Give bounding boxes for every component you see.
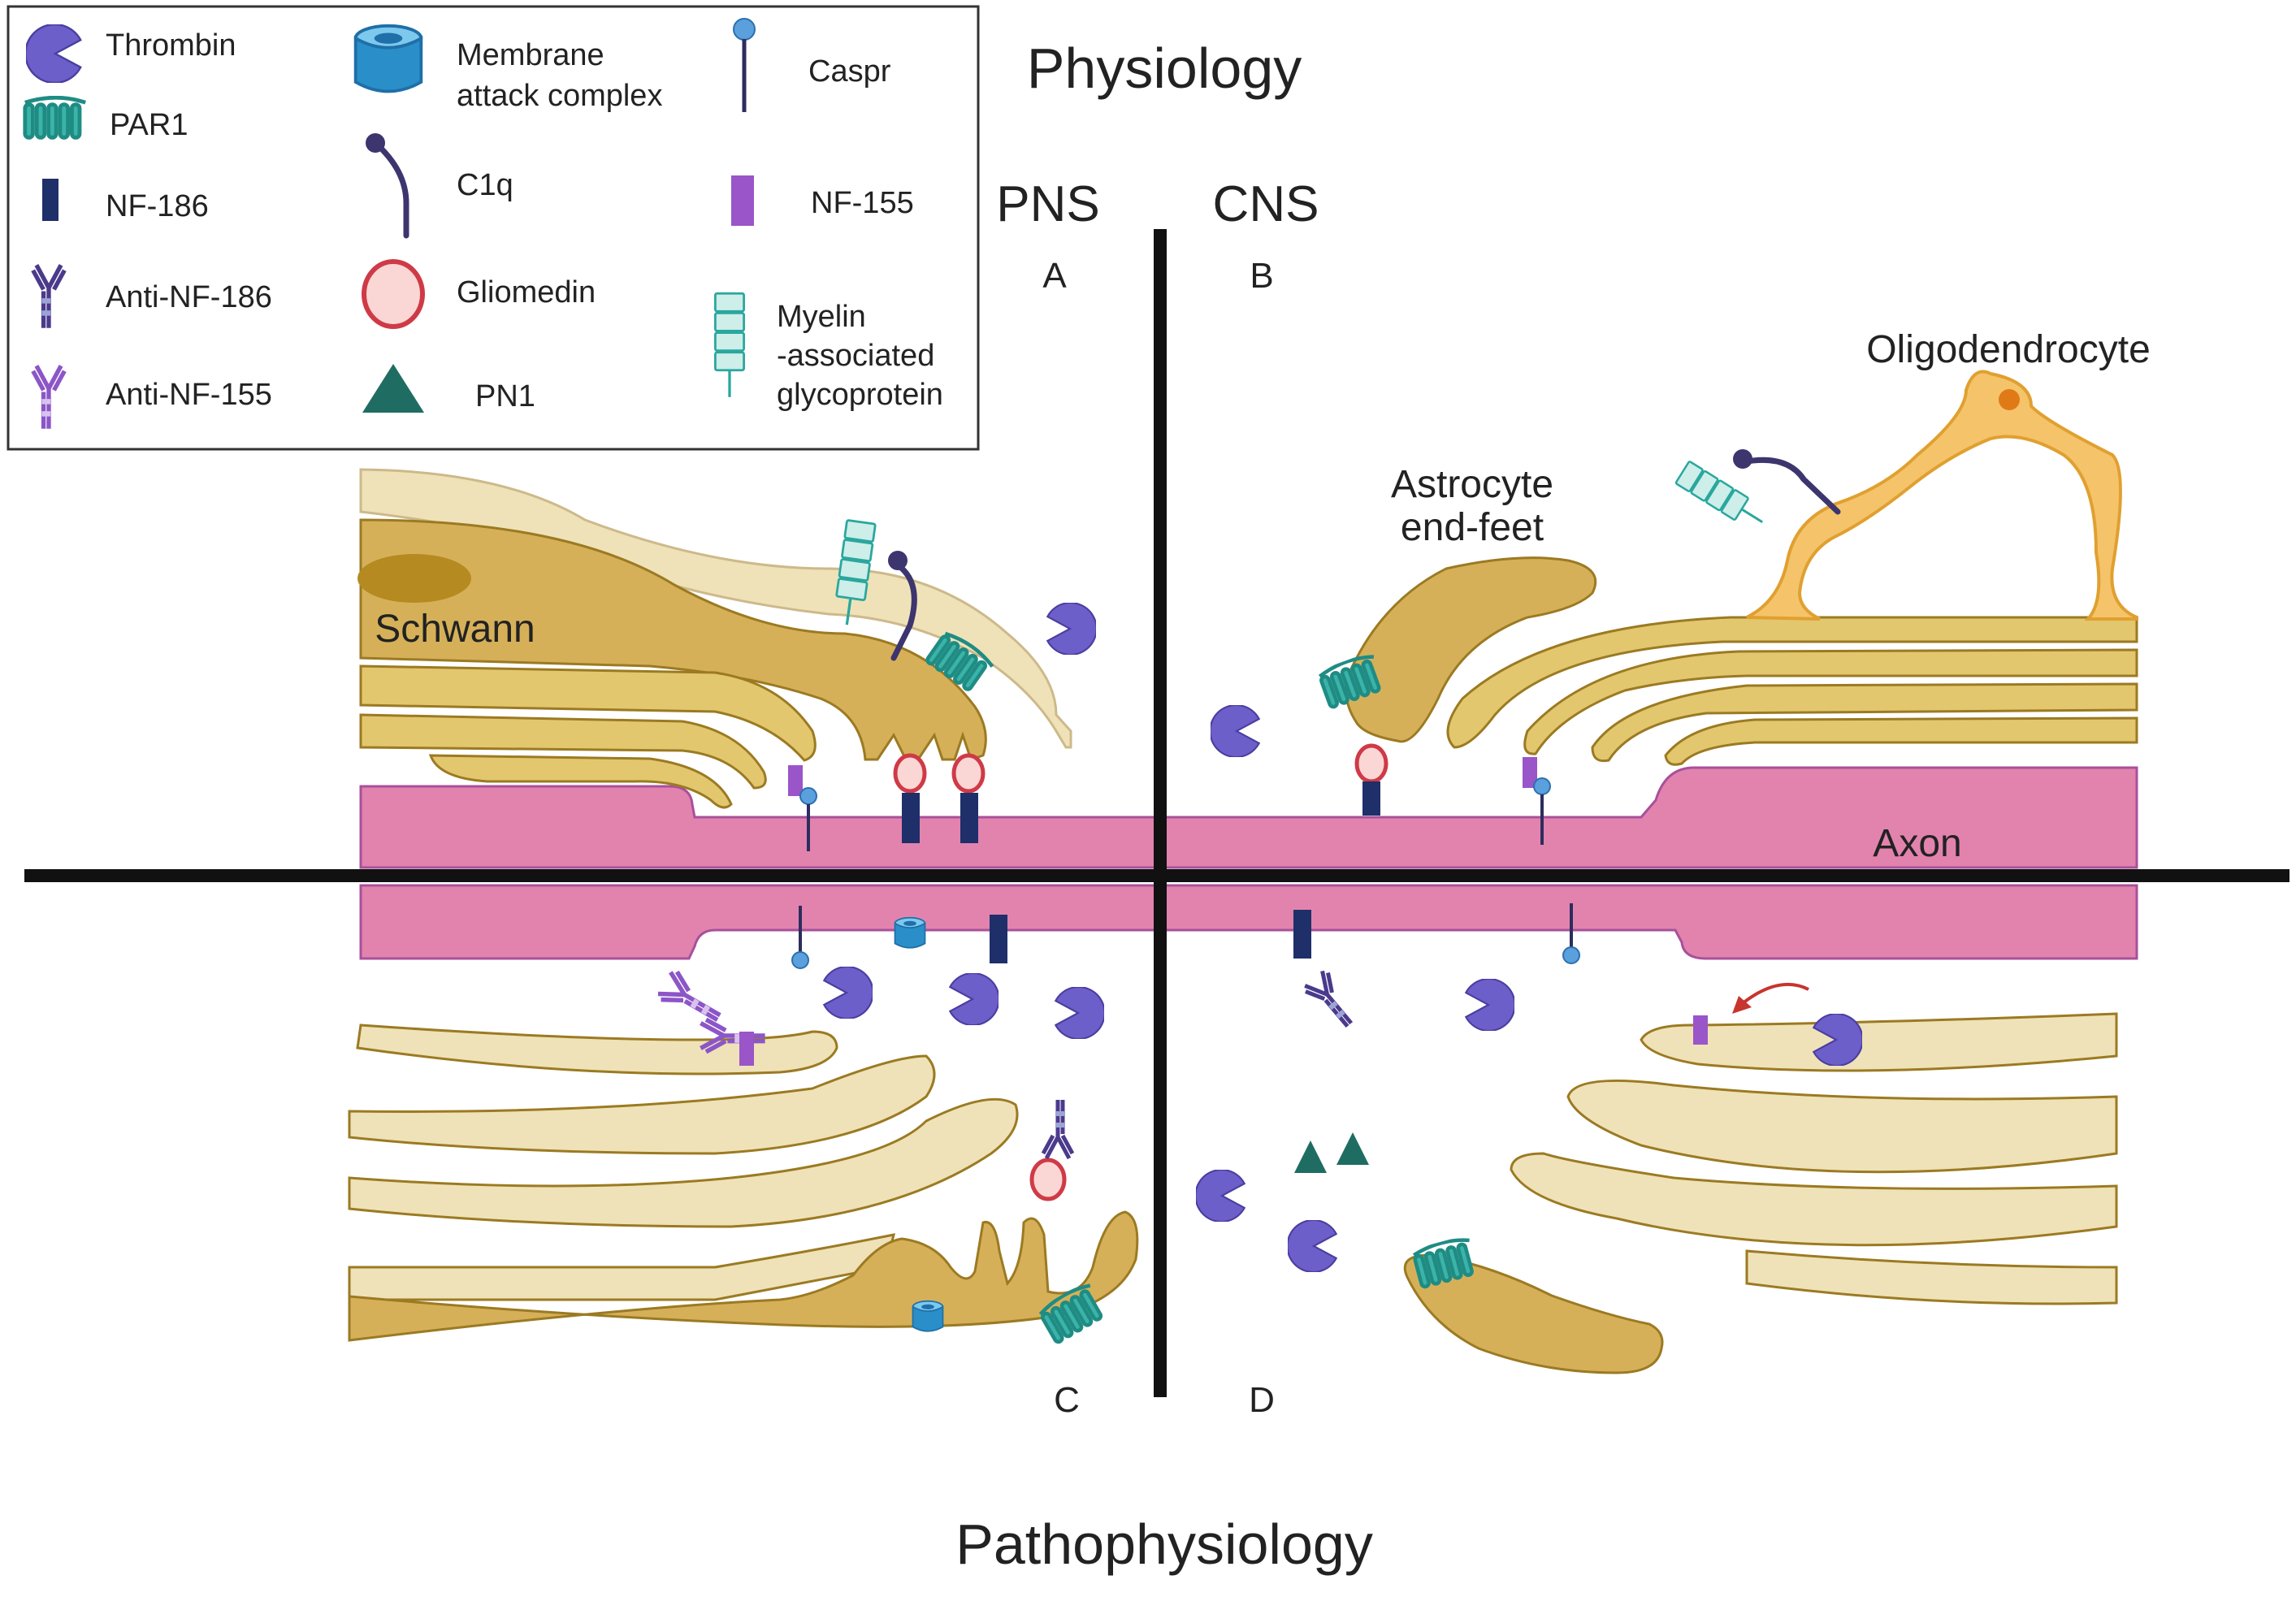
physiology-title: Physiology — [1027, 37, 1302, 100]
anti-nf186-c1 — [1043, 1100, 1072, 1158]
nf155-c — [739, 1032, 754, 1066]
gliomedin-c — [1029, 1158, 1067, 1201]
legend-caspr: Caspr — [808, 54, 891, 89]
anti-nf155-c — [656, 969, 728, 1029]
legend-anti-nf186: Anti-NF-186 — [106, 280, 272, 314]
legend-mag-line1: Myelin — [777, 300, 866, 334]
legend-nf155: NF-155 — [811, 186, 914, 220]
thrombin-c1 — [823, 967, 873, 1019]
nf155-icon — [731, 175, 754, 226]
legend-mag-line3: glycoprotein — [777, 378, 943, 412]
gliomedin-a1 — [893, 753, 927, 794]
legend-c1q: C1q — [457, 168, 513, 202]
caspr-d — [1562, 903, 1580, 964]
quadrant-d-label: D — [1249, 1380, 1275, 1420]
pns-myelin-damaged — [348, 1024, 1019, 1301]
mac-c2 — [912, 1300, 944, 1332]
c1q-icon — [366, 133, 409, 239]
quadrant-c-label: C — [1054, 1380, 1080, 1420]
legend-mag-line2: -associated — [777, 339, 934, 373]
cns-label: CNS — [1213, 176, 1319, 232]
cns-myelin — [1446, 616, 2138, 766]
astrocyte-label-2: end-feet — [1401, 506, 1544, 549]
legend-anti-nf155: Anti-NF-155 — [106, 378, 272, 412]
mac-icon — [353, 24, 423, 93]
gliomedin-a2 — [951, 753, 986, 794]
caspr-icon — [733, 18, 756, 112]
pathophysiology-title: Pathophysiology — [955, 1513, 1373, 1576]
astrocyte-label-1: Astrocyte — [1391, 463, 1553, 506]
legend-mac-line2: attack complex — [457, 79, 662, 113]
displacement-arrow — [1741, 982, 1809, 1005]
nf155-d — [1693, 1015, 1708, 1045]
nf186-c — [990, 915, 1007, 963]
legend-thrombin: Thrombin — [106, 28, 236, 63]
thrombin-d4 — [1288, 1220, 1337, 1272]
caspr-a — [799, 787, 817, 851]
nf186-a1 — [902, 793, 920, 843]
gliomedin-b — [1354, 743, 1388, 784]
legend-mac-line1: Membrane — [457, 38, 604, 72]
legend-par1: PAR1 — [110, 108, 188, 142]
legend-pn1: PN1 — [475, 379, 535, 413]
caspr-b — [1533, 777, 1551, 845]
schwann-cell — [357, 468, 1072, 809]
oligodendrocyte — [1746, 370, 2138, 621]
thrombin-d1 — [1465, 979, 1514, 1031]
legend-box — [6, 5, 980, 451]
quadrant-b-label: B — [1250, 256, 1273, 296]
caspr-c — [791, 906, 809, 969]
oligodendrocyte-label: Oligodendrocyte — [1866, 328, 2151, 371]
nf155-a — [788, 765, 803, 796]
pn1-d1 — [1294, 1140, 1327, 1173]
legend-nf186: NF-186 — [106, 189, 209, 223]
pn1-d2 — [1336, 1132, 1369, 1165]
axon-label: Axon — [1873, 822, 1961, 865]
thrombin-d3 — [1196, 1170, 1245, 1222]
c1q-cns — [1733, 449, 1841, 515]
pns-label: PNS — [996, 176, 1099, 232]
mag-cns — [1674, 460, 1771, 534]
axon — [359, 766, 2138, 960]
mac-c1 — [894, 916, 926, 949]
nf186-a2 — [960, 793, 978, 843]
gliomedin-icon — [362, 259, 425, 329]
thrombin-c2 — [949, 973, 999, 1025]
displacement-arrow-head — [1732, 996, 1752, 1014]
legend-gliomedin: Gliomedin — [457, 275, 596, 309]
schwann-label: Schwann — [375, 608, 535, 651]
legend: Thrombin PAR1 NF-186 Anti-NF-186 Anti-NF… — [6, 5, 980, 451]
nf186-d — [1293, 910, 1311, 959]
nf155-b — [1523, 757, 1537, 788]
astrocyte-end-feet — [1345, 556, 1597, 743]
thrombin-a — [1046, 603, 1096, 655]
nf186-b — [1362, 781, 1380, 816]
quadrant-a-label: A — [1042, 256, 1067, 296]
nf186-icon — [42, 179, 58, 221]
cns-myelin-damaged — [1510, 1012, 2118, 1305]
thrombin-c3 — [1055, 987, 1104, 1039]
c1q-pns — [888, 551, 917, 661]
anti-nf186-d — [1302, 969, 1362, 1032]
pn1-icon — [362, 364, 424, 413]
thrombin-b — [1211, 705, 1260, 757]
